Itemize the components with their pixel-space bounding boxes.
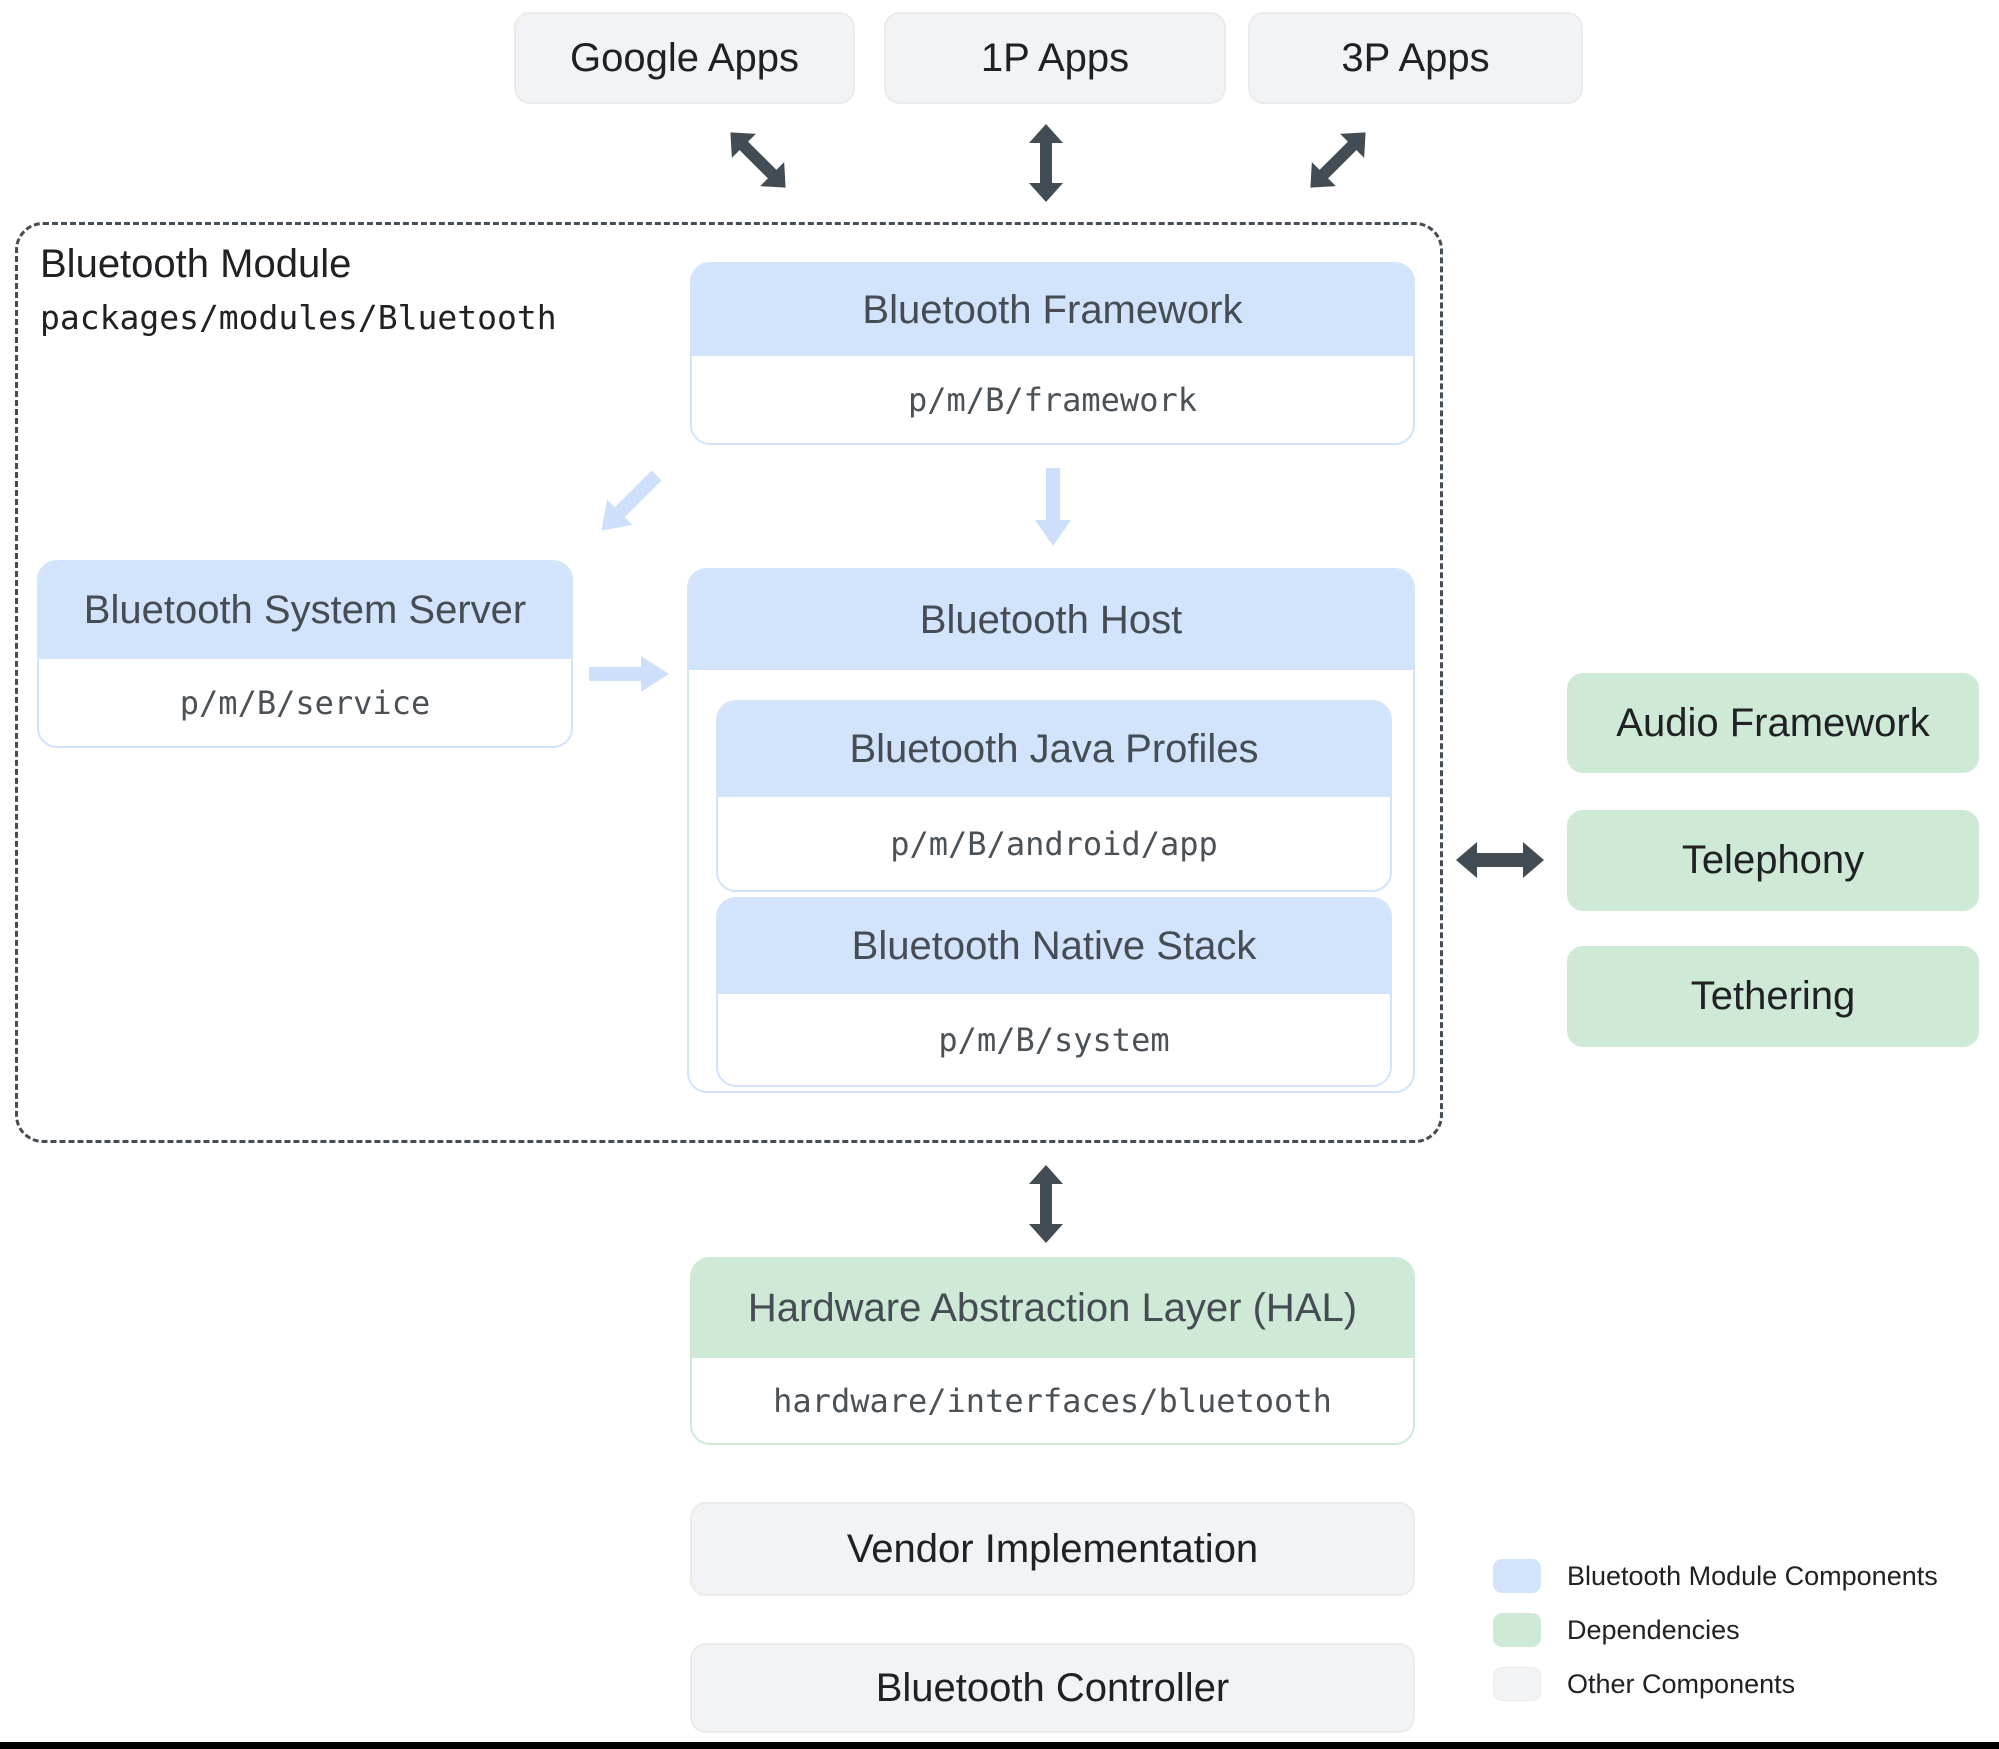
audio-framework-box: Audio Framework bbox=[1567, 673, 1979, 773]
first-party-apps-bidirectional-arrow-icon bbox=[1026, 124, 1066, 202]
bluetooth-java-profiles-title: Bluetooth Java Profiles bbox=[718, 702, 1390, 797]
google-apps-bidirectional-arrow-icon bbox=[716, 118, 799, 201]
bluetooth-host-title: Bluetooth Host bbox=[689, 570, 1413, 670]
google-apps-label: Google Apps bbox=[569, 35, 800, 80]
legend-label-module-components: Bluetooth Module Components bbox=[1567, 1560, 1938, 1591]
legend-label-dependencies: Dependencies bbox=[1567, 1614, 1740, 1645]
vendor-implementation-label: Vendor Implementation bbox=[846, 1526, 1259, 1571]
bluetooth-controller-label: Bluetooth Controller bbox=[875, 1665, 1230, 1710]
hal-title: Hardware Abstraction Layer (HAL) bbox=[692, 1259, 1413, 1358]
legend-row-other-components: Other Components bbox=[1493, 1667, 1795, 1701]
hal-path: hardware/interfaces/bluetooth bbox=[773, 1381, 1332, 1420]
telephony-box: Telephony bbox=[1567, 810, 1979, 911]
third-party-apps-box: 3P Apps bbox=[1248, 12, 1583, 104]
third-party-apps-label: 3P Apps bbox=[1341, 35, 1490, 80]
bluetooth-system-server-box: Bluetooth System Server p/m/B/service bbox=[37, 560, 573, 748]
bluetooth-native-stack-path: p/m/B/system bbox=[938, 1020, 1170, 1059]
bluetooth-module-boundary bbox=[15, 222, 1443, 1143]
bluetooth-java-profiles-path: p/m/B/android/app bbox=[890, 824, 1218, 863]
hal-box: Hardware Abstraction Layer (HAL) hardwar… bbox=[690, 1257, 1415, 1445]
bottom-edge-bar bbox=[0, 1742, 1999, 1749]
legend-row-module-components: Bluetooth Module Components bbox=[1493, 1559, 1938, 1593]
module-dependencies-bidirectional-arrow-icon bbox=[1456, 838, 1544, 882]
audio-framework-label: Audio Framework bbox=[1616, 700, 1930, 745]
tethering-label: Tethering bbox=[1690, 974, 1856, 1018]
legend-swatch-other-components bbox=[1493, 1667, 1541, 1701]
bluetooth-native-stack-title: Bluetooth Native Stack bbox=[718, 899, 1390, 994]
framework-to-host-arrow-icon bbox=[1035, 468, 1071, 546]
legend-swatch-dependencies bbox=[1493, 1613, 1541, 1647]
bluetooth-module-path: packages/modules/Bluetooth bbox=[40, 298, 557, 337]
tethering-box: Tethering bbox=[1567, 946, 1979, 1047]
bluetooth-system-server-path: p/m/B/service bbox=[179, 683, 431, 722]
first-party-apps-box: 1P Apps bbox=[884, 12, 1226, 104]
third-party-apps-bidirectional-arrow-icon bbox=[1296, 118, 1379, 201]
vendor-implementation-box: Vendor Implementation bbox=[690, 1502, 1415, 1596]
first-party-apps-label: 1P Apps bbox=[980, 35, 1130, 80]
bluetooth-module-title: Bluetooth Module bbox=[40, 242, 352, 286]
bluetooth-host-box: Bluetooth Host Bluetooth Java Profiles p… bbox=[687, 568, 1415, 1093]
legend-swatch-module-components bbox=[1493, 1559, 1541, 1593]
module-hal-bidirectional-arrow-icon bbox=[1026, 1165, 1066, 1243]
legend-row-dependencies: Dependencies bbox=[1493, 1613, 1740, 1647]
legend-label-other-components: Other Components bbox=[1567, 1668, 1796, 1699]
bluetooth-framework-box: Bluetooth Framework p/m/B/framework bbox=[690, 262, 1415, 445]
system-server-to-host-arrow-icon bbox=[589, 654, 669, 694]
bluetooth-native-stack-box: Bluetooth Native Stack p/m/B/system bbox=[716, 897, 1392, 1087]
bluetooth-framework-title: Bluetooth Framework bbox=[692, 264, 1413, 356]
bluetooth-controller-box: Bluetooth Controller bbox=[690, 1643, 1415, 1733]
framework-to-system-server-arrow-icon bbox=[589, 463, 670, 544]
bluetooth-system-server-title: Bluetooth System Server bbox=[39, 562, 571, 659]
bluetooth-java-profiles-box: Bluetooth Java Profiles p/m/B/android/ap… bbox=[716, 700, 1392, 892]
telephony-label: Telephony bbox=[1681, 838, 1865, 882]
google-apps-box: Google Apps bbox=[514, 12, 855, 104]
bluetooth-framework-path: p/m/B/framework bbox=[908, 380, 1197, 419]
